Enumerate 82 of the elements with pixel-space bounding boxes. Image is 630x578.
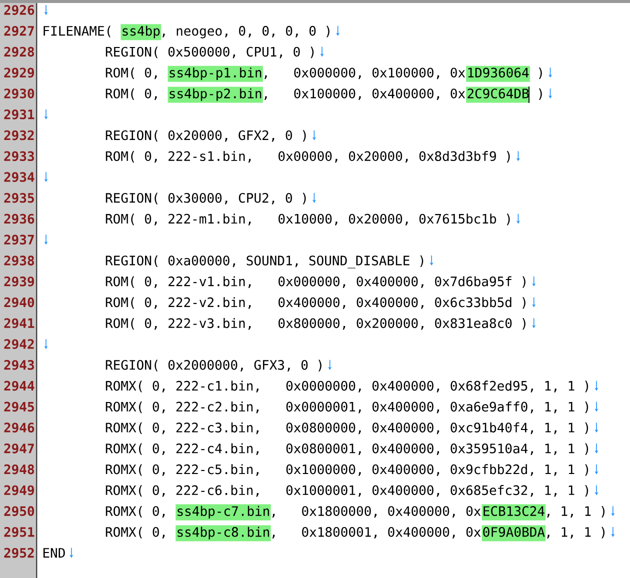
highlighted-text: 1D936064 (466, 66, 530, 82)
line-number: 2952 (4, 548, 34, 558)
code-text: ROM( 0, (106, 67, 157, 80)
code-text: REGION( 0x500000, CPU1, 0 ) (106, 46, 314, 58)
code-text: , neogeo, 0, 0, 0, 0 ) (162, 26, 330, 38)
code-text: ROM( 0, 222-s1.bin, (106, 150, 251, 163)
code-text: 0x1000000, 0x400000, 0x9cfbb22d, 1, 1 ) (286, 464, 588, 476)
code-text: 0x1800000, 0x400000, 0x (302, 506, 481, 518)
code-text: ROMX( 0, 222-c5.bin, (106, 464, 258, 476)
line-number: 2945 (4, 402, 34, 412)
highlighted-text: ECB13C24 (482, 504, 546, 520)
line-number: 2947 (4, 444, 34, 454)
line-number: 2938 (4, 256, 34, 266)
code-text: ROMX( 0, 222-c4.bin, (106, 443, 258, 455)
line-number: 2928 (4, 46, 34, 57)
line-number: 2926 (4, 5, 34, 15)
line-number: 2932 (4, 130, 34, 140)
code-text: 0x1800001, 0x400000, 0x (302, 527, 481, 538)
code-text: 0x000000, 0x400000, 0x7d6ba95f ) (278, 276, 526, 288)
line-number: 2929 (4, 68, 34, 78)
line-number: 2944 (4, 380, 34, 391)
code-text: ROMX( 0, 222-c2.bin, (106, 402, 258, 414)
highlighted-text: ss4bp-p1.bin (168, 66, 263, 82)
highlighted-text: ss4bp-p2.bin (168, 86, 263, 103)
code-text: ROM( 0, 222-v2.bin, (106, 297, 251, 309)
code-text: REGION( 0xa00000, SOUND1, SOUND_DISABLE ) (106, 255, 424, 268)
line-number: 2940 (4, 297, 34, 308)
code-text: ROM( 0, 222-m1.bin, (106, 214, 251, 226)
line-number: 2935 (4, 192, 34, 203)
line-number: 2934 (4, 172, 34, 182)
code-text: 0x0800001, 0x400000, 0x359510a4, 1, 1 ) (286, 443, 588, 455)
code-text: ROMX( 0, 222-c3.bin, (106, 422, 258, 434)
highlighted-text: ss4bp-c8.bin (176, 525, 271, 542)
line-number: 2941 (4, 318, 34, 328)
line-number: 2936 (4, 214, 34, 224)
line-number: 2933 (4, 151, 34, 162)
code-text: ROM( 0, 222-v1.bin, (106, 276, 251, 288)
line-number: 2937 (4, 234, 34, 245)
code-text: ) (538, 88, 542, 100)
code-text: , (272, 534, 275, 538)
code-text: 0x400000, 0x400000, 0x6c33bb5d ) (278, 297, 526, 309)
line-number: 2927 (4, 26, 34, 36)
code-text: ) (538, 67, 542, 80)
code-text: 0x10000, 0x20000, 0x7615bc1b ) (278, 214, 510, 226)
highlighted-text: 0F9A0BDA (482, 525, 546, 542)
line-number: 2948 (4, 464, 34, 474)
line-number: 2950 (4, 506, 34, 516)
code-text: ROMX( 0, 222-c1.bin, (106, 380, 258, 392)
line-number: 2939 (4, 276, 34, 286)
code-text: ROMX( 0, 222-c6.bin, (106, 485, 258, 497)
code-text: ROMX( 0, (106, 526, 165, 538)
line-number: 2942 (4, 339, 34, 350)
highlighted-text: ss4bp (120, 24, 162, 40)
line-number: 2951 (4, 527, 34, 537)
code-text: ROM( 0, (106, 88, 157, 100)
code-text: , 1, 1 ) (547, 506, 604, 518)
code-text: REGION( 0x30000, CPU2, 0 ) (106, 192, 306, 204)
code-text: REGION( 0x20000, GFX2, 0 ) (106, 130, 306, 142)
code-text: 0x800000, 0x200000, 0x831ea8c0 ) (278, 318, 526, 330)
code-text: 0x0800000, 0x400000, 0xc91b40f4, 1, 1 ) (286, 422, 588, 434)
code-text: REGION( 0x2000000, GFX3, 0 ) (106, 360, 322, 372)
code-text: 0x00000, 0x20000, 0x8d3d3bf9 ) (278, 150, 510, 163)
code-text: 0x100000, 0x400000, 0x (294, 88, 466, 100)
highlighted-text: ss4bp-c7.bin (176, 504, 271, 520)
code-text: FILENAME( (44, 26, 110, 38)
code-text: , 1, 1 ) (547, 526, 604, 538)
line-number: 2930 (4, 88, 34, 98)
code-text: , (264, 96, 267, 100)
code-text: ROM( 0, 222-v3.bin, (106, 318, 251, 330)
code-text: , (272, 514, 275, 518)
code-text: 0x1000001, 0x400000, 0x685efc32, 1, 1 ) (286, 485, 588, 497)
line-number: 2931 (4, 109, 34, 120)
highlighted-text: 2C9C64DB (466, 86, 530, 103)
code-text: 0x0000000, 0x400000, 0x68f2ed95, 1, 1 ) (286, 380, 588, 392)
code-text: ROMX( 0, (106, 506, 165, 518)
code-text: 0x000000, 0x100000, 0x (294, 68, 466, 80)
line-number: 2943 (4, 360, 34, 370)
code-text: , (264, 75, 267, 80)
line-number: 2949 (4, 485, 34, 496)
code-text: 0x0000001, 0x400000, 0xa6e9aff0, 1, 1 ) (286, 402, 588, 414)
line-number: 2946 (4, 422, 34, 433)
code-text: END (43, 548, 65, 558)
